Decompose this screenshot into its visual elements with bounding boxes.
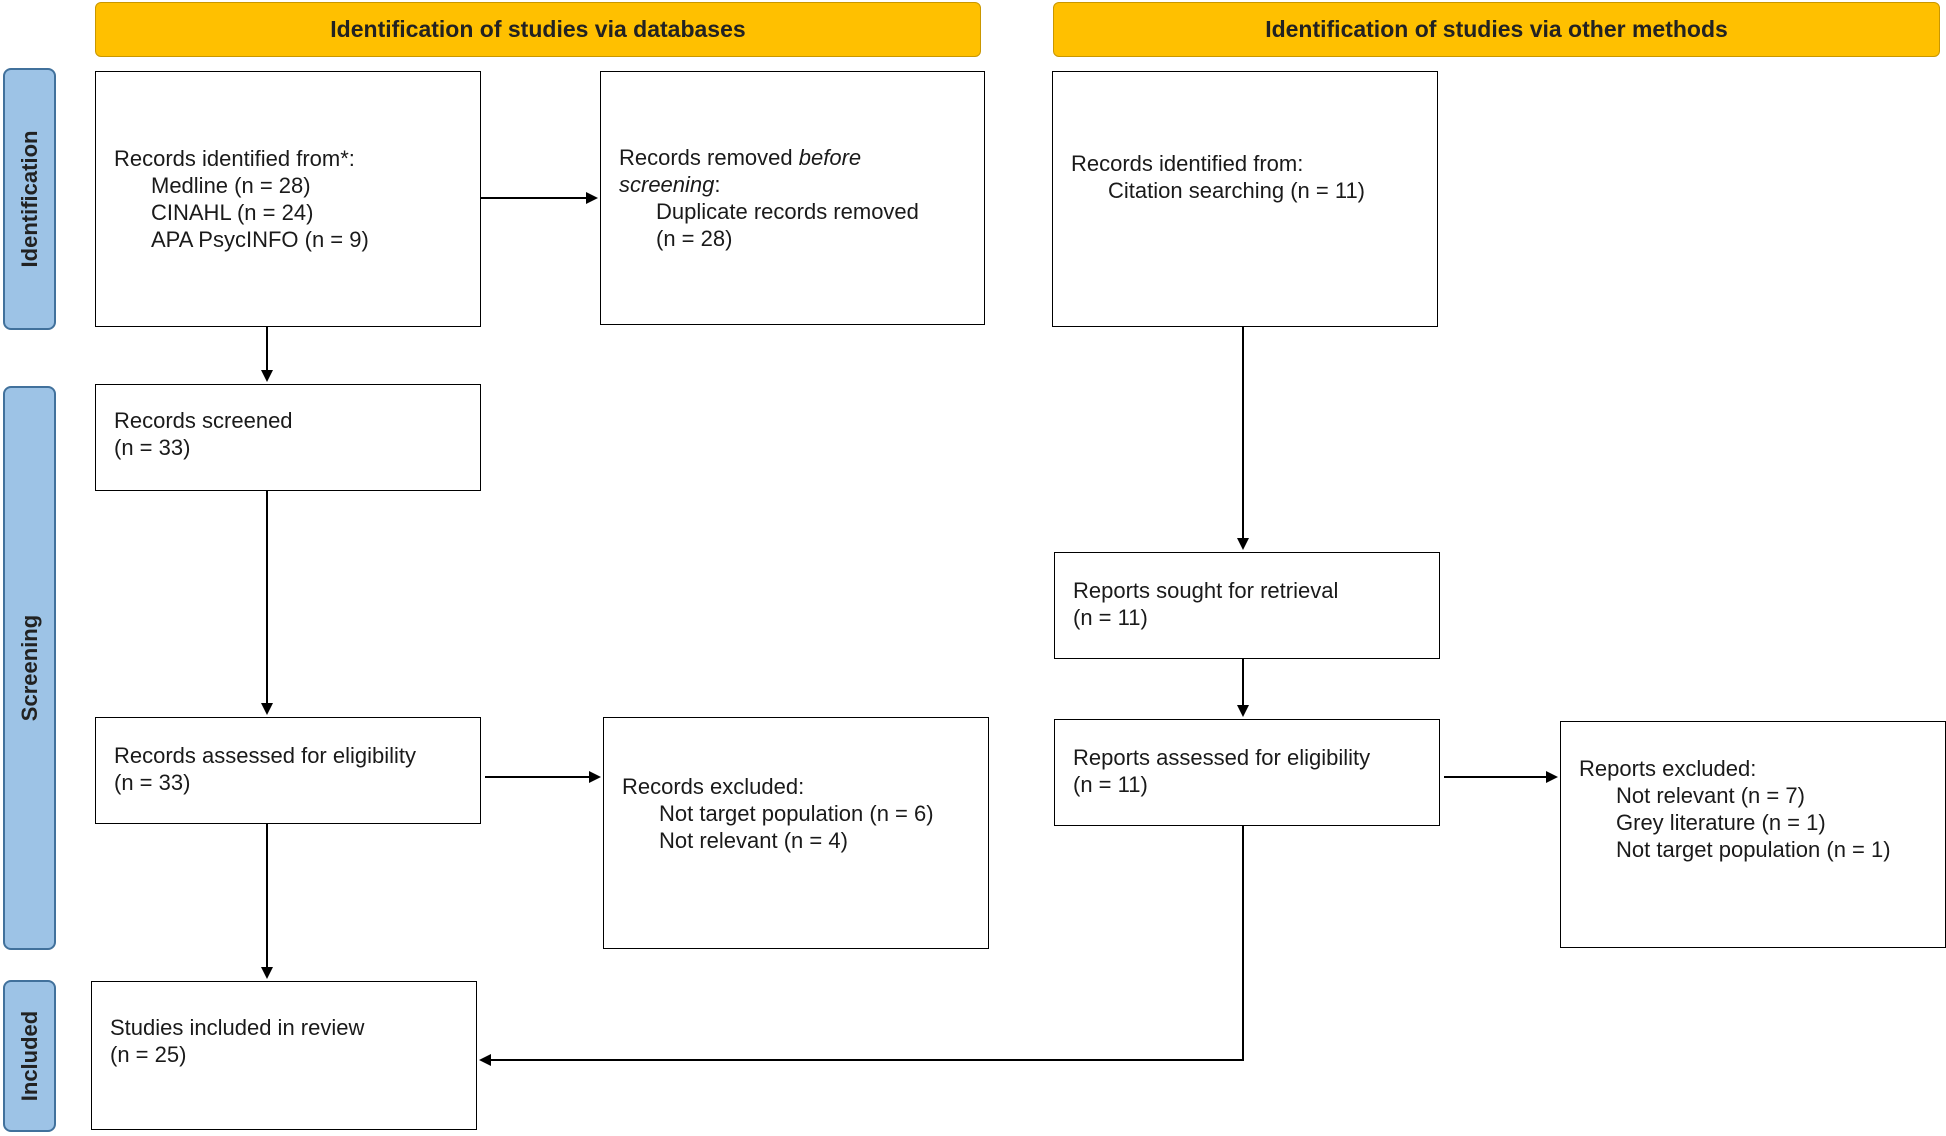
box-count: (n = 33) xyxy=(114,435,191,460)
box-title-cont: screening: xyxy=(619,172,721,197)
header-other-methods: Identification of studies via other meth… xyxy=(1053,2,1940,57)
box-reports-sought: Reports sought for retrieval (n = 11) xyxy=(1054,552,1440,659)
box-item: Medline (n = 28) xyxy=(151,173,311,198)
phase-screening-label: Screening xyxy=(16,614,42,722)
box-count: (n = 11) xyxy=(1073,605,1148,630)
box-count: (n = 11) xyxy=(1073,772,1148,797)
box-title: Records identified from: xyxy=(1071,151,1304,176)
box-count: (n = 33) xyxy=(114,770,191,795)
box-records-excluded: Records excluded: Not target population … xyxy=(603,717,989,949)
box-item: Not target population (n = 6) xyxy=(659,800,934,826)
box-reports-excluded: Reports excluded: Not relevant (n = 7) G… xyxy=(1560,721,1946,948)
box-title: Studies included in review xyxy=(110,1015,365,1040)
box-item: Not relevant (n = 7) xyxy=(1616,782,1805,808)
box-item: CINAHL (n = 24) xyxy=(151,200,314,225)
phase-screening: Screening xyxy=(3,386,56,950)
box-title: Records screened xyxy=(114,408,293,433)
box-title: Records assessed for eligibility xyxy=(114,743,417,768)
box-title: Records excluded: xyxy=(622,773,805,799)
phase-identification-label: Identification xyxy=(16,130,42,268)
box-records-identified-other: Records identified from: Citation search… xyxy=(1052,71,1438,327)
box-reports-assessed: Reports assessed for eligibility (n = 11… xyxy=(1054,719,1440,826)
box-item: Citation searching (n = 11) xyxy=(1108,178,1366,203)
phase-identification: Identification xyxy=(3,68,56,330)
phase-included-label: Included xyxy=(16,1010,42,1102)
box-studies-included: Studies included in review (n = 25) xyxy=(91,981,477,1130)
box-title: Records identified from*: xyxy=(114,146,355,171)
box-title: Records removed before xyxy=(619,145,862,170)
box-item: Grey literature (n = 1) xyxy=(1616,809,1826,835)
box-item: (n = 28) xyxy=(656,226,733,251)
box-records-assessed: Records assessed for eligibility (n = 33… xyxy=(95,717,481,824)
box-records-identified-databases: Records identified from*: Medline (n = 2… xyxy=(95,71,481,327)
box-count: (n = 25) xyxy=(110,1042,187,1067)
box-records-screened: Records screened (n = 33) xyxy=(95,384,481,491)
box-title: Reports sought for retrieval xyxy=(1073,578,1339,603)
box-title: Reports assessed for eligibility xyxy=(1073,745,1371,770)
box-item: Not target population (n = 1) xyxy=(1616,836,1891,862)
box-item: APA PsycINFO (n = 9) xyxy=(151,227,369,252)
header-databases: Identification of studies via databases xyxy=(95,2,981,57)
box-item: Duplicate records removed xyxy=(656,199,919,224)
box-records-removed: Records removed before screening: Duplic… xyxy=(600,71,985,325)
box-item: Not relevant (n = 4) xyxy=(659,827,848,853)
box-title: Reports excluded: xyxy=(1579,755,1757,781)
phase-included: Included xyxy=(3,980,56,1132)
